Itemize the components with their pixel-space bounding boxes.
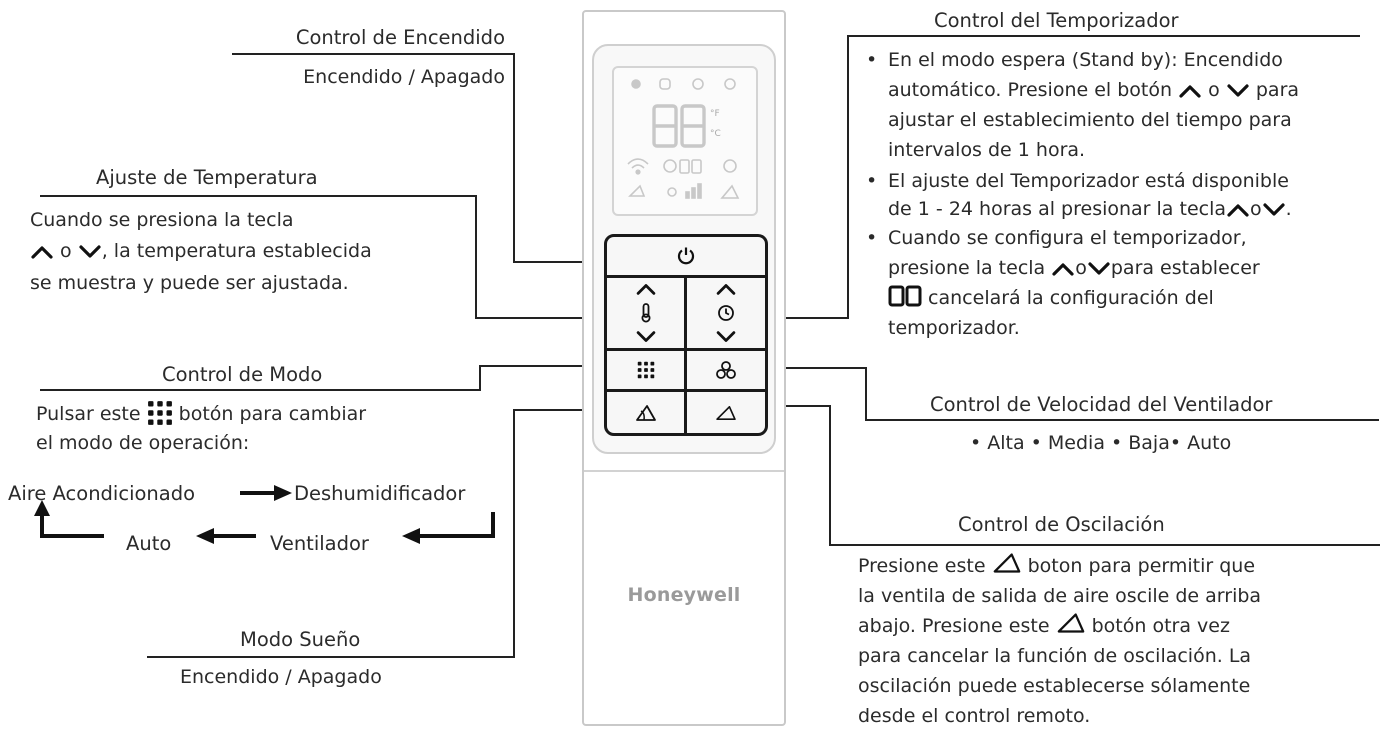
lcd-swing-status-icon: [723, 159, 737, 173]
mode-line1: Pulsar este botón para cambiar: [36, 400, 366, 427]
fan-speed-button[interactable]: [687, 351, 765, 389]
chevron-down-icon: [1262, 202, 1286, 218]
sleep-button[interactable]: [607, 392, 684, 433]
sleep-icon: [635, 404, 656, 421]
power-title: Control de Encendido: [295, 26, 505, 49]
chevron-down-icon[interactable]: [635, 330, 657, 344]
swing-icon: [1056, 611, 1086, 635]
chevron-down-icon: [1087, 261, 1111, 277]
mode-grid-icon: [637, 361, 655, 379]
remote-control: °F °C: [582, 10, 786, 726]
thermometer-icon: [641, 303, 650, 323]
sleep-subtitle: Encendido / Apagado: [180, 666, 382, 688]
swing-title: Control de Oscilación: [958, 513, 1165, 536]
sleep-title: Modo Sueño: [240, 628, 361, 651]
mode-line1-b: botón para cambiar: [178, 403, 367, 425]
chevron-down-icon[interactable]: [715, 330, 737, 344]
clock-icon: [718, 305, 734, 321]
power-button[interactable]: [607, 237, 765, 278]
brand-logo: Honeywell: [627, 584, 741, 606]
lcd-display: °F °C: [612, 66, 758, 216]
temperature-title: Ajuste de Temperatura: [96, 166, 318, 189]
chevron-up-icon: [1178, 83, 1202, 99]
timer-bullet-2: • El ajuste del Temporizador está dispon…: [866, 170, 1292, 220]
lcd-fan-speed-icon: [667, 187, 677, 197]
temperature-or: o: [60, 240, 72, 262]
temperature-button[interactable]: [607, 278, 684, 348]
fan-title: Control de Velocidad del Ventilador: [930, 393, 1273, 416]
mode-grid-icon: [147, 400, 173, 426]
timer-title: Control del Temporizador: [934, 9, 1179, 32]
timer-bullets: • En el modo espera (Stand by): Encendid…: [866, 45, 1395, 343]
lcd-unit-f: °F: [710, 109, 720, 119]
chevron-up-icon[interactable]: [635, 282, 657, 296]
chevron-up-icon: [1051, 261, 1075, 277]
swing-icon: [992, 551, 1022, 575]
flow-auto: Auto: [126, 532, 172, 555]
temperature-line2: o , la temperatura establecida: [30, 238, 372, 264]
lcd-sleep-icon: [628, 184, 646, 197]
lcd-unit-c: °C: [710, 129, 721, 139]
lcd-content: °F °C: [627, 78, 740, 199]
chevron-down-icon: [78, 244, 102, 260]
swing-icon: [715, 404, 737, 422]
lcd-dry-icon: [659, 78, 671, 90]
mode-line2: el modo de operación:: [36, 432, 250, 454]
power-icon: [677, 247, 695, 265]
flow-ac: Aire Acondicionado: [8, 482, 196, 505]
chevron-down-icon: [1226, 83, 1250, 99]
mode-button[interactable]: [607, 351, 684, 389]
lcd-heat-icon: [724, 78, 736, 90]
temperature-line3: se muestra y puede ser ajustada.: [30, 272, 349, 294]
remote-front-panel: °F °C: [592, 44, 776, 454]
button-block: [604, 234, 768, 436]
blank-digits-icon: [888, 285, 922, 307]
lcd-clock-icon: [663, 159, 677, 173]
swing-text: Presione este boton para permitir que la…: [858, 551, 1395, 731]
chevron-up-icon: [1226, 202, 1250, 218]
fan-speeds: • Alta • Media • Baja• Auto: [970, 432, 1232, 454]
lcd-swing-icon: [720, 184, 740, 199]
temperature-line2-text: , la temperatura establecida: [101, 240, 372, 262]
fan-icon: [716, 361, 736, 379]
flow-dehum: Deshumidificador: [294, 482, 466, 505]
flow-fan: Ventilador: [270, 532, 369, 555]
timer-bullet-1: • En el modo espera (Stand by): Encendid…: [866, 49, 1300, 161]
mode-title: Control de Modo: [162, 363, 323, 386]
temperature-line1: Cuando se presiona la tecla: [30, 209, 294, 231]
lcd-wifi-icon: [627, 158, 649, 169]
lcd-fan-icon: [692, 78, 704, 90]
mode-line1-a: Pulsar este: [36, 403, 141, 425]
timer-bullet-3: • Cuando se configura el temporizador, p…: [866, 227, 1260, 339]
swing-button[interactable]: [687, 392, 765, 433]
mode-flow-arrows: [34, 485, 495, 544]
remote-divider: [584, 470, 784, 472]
lcd-cool-icon: [631, 79, 641, 89]
chevron-up-icon[interactable]: [715, 282, 737, 296]
power-subtitle: Encendido / Apagado: [303, 66, 505, 88]
timer-button[interactable]: [687, 278, 765, 348]
chevron-up-icon: [30, 244, 54, 260]
